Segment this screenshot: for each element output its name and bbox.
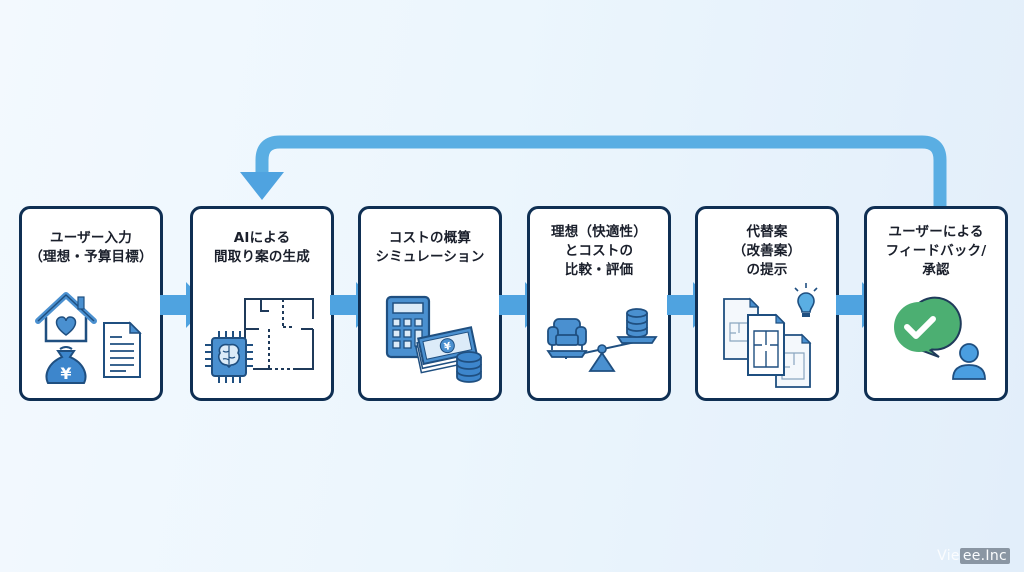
step-comparison: 理想（快適性） とコストの 比較・評価 [527, 206, 671, 401]
step-alternatives: 代替案 （改善案） の提示 [695, 206, 839, 401]
house-heart-icon [35, 292, 97, 343]
step-icons [546, 308, 658, 372]
light-bulb-icon [794, 283, 818, 317]
svg-text:¥: ¥ [60, 364, 71, 383]
step-title: ユーザー入力 （理想・予算目標） [29, 230, 153, 265]
user-icon [952, 343, 986, 380]
floor-plan-icon [244, 298, 314, 370]
step-icons [894, 296, 986, 380]
armchair-icon [547, 318, 587, 350]
step-icons [205, 298, 314, 383]
yen-bills-icon: ¥ [415, 326, 478, 374]
floor-plan-documents-icon [723, 297, 812, 388]
step-icons [723, 283, 818, 388]
step-user-input: ユーザー入力 （理想・予算目標） ¥ [19, 206, 163, 401]
watermark-text: Vie [937, 548, 960, 564]
coin-stack-icon [626, 308, 648, 338]
step-title: ユーザーによる フィードバック/ 承認 [885, 224, 987, 278]
step-ai-generation: AIによる 間取り案の生成 [190, 206, 334, 401]
loop-arrowhead [240, 172, 284, 200]
check-speech-bubble-icon [894, 296, 962, 358]
step-title: 理想（快適性） とコストの 比較・評価 [551, 224, 647, 278]
watermark-badge: ee.Inc [959, 548, 1010, 564]
step-title: AIによる 間取り案の生成 [214, 230, 310, 265]
step-title: コストの概算 シミュレーション [375, 230, 485, 265]
step-icons: ¥ [385, 295, 482, 383]
step-cost-simulation: コストの概算 シミュレーション ¥ [358, 206, 502, 401]
step-icons: ¥ [35, 292, 142, 384]
coin-stack-icon [456, 351, 482, 383]
svg-text:¥: ¥ [443, 341, 452, 353]
step-title: 代替案 （改善案） の提示 [732, 224, 802, 278]
step-feedback: ユーザーによる フィードバック/ 承認 [864, 206, 1008, 401]
money-bag-yen-icon: ¥ [45, 346, 87, 384]
document-icon [103, 321, 142, 378]
balance-scale-icon [546, 336, 658, 372]
ai-chip-brain-icon [205, 331, 253, 383]
